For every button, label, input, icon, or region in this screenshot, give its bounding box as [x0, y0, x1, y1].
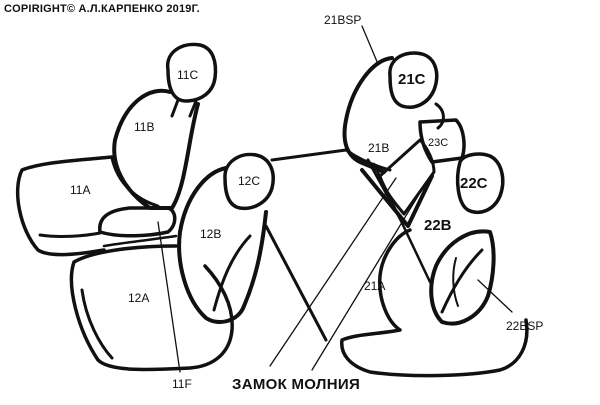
leader-22bsp: [477, 279, 513, 313]
headrest-22c: [455, 152, 505, 215]
label-21bsp: 21BSP: [324, 13, 361, 27]
label-22c: 22C: [460, 175, 488, 192]
backrest-12b: [177, 166, 268, 324]
left-seat-outline: [15, 42, 348, 373]
label-21a: 21A: [364, 279, 385, 293]
backrest-22b: [429, 229, 496, 326]
label-22bsp: 22BSP: [506, 319, 543, 333]
label-22b: 22B: [424, 217, 452, 234]
leader-21bsp: [361, 25, 379, 65]
cushion-21a: [340, 228, 529, 378]
label-12b: 12B: [200, 227, 221, 241]
backrest-21b: [342, 56, 394, 174]
label-11c: 11C: [177, 68, 198, 82]
label-zipper: ЗАМОК МОЛНИЯ: [232, 376, 360, 393]
label-12a: 12A: [128, 291, 149, 305]
headrest-12c: [223, 152, 275, 211]
leader-zipper-1: [269, 177, 397, 367]
cushion-11a: [15, 155, 114, 257]
right-seat-outline: [269, 25, 529, 378]
cushion-12a: [69, 244, 234, 372]
headrest-21c: [388, 51, 439, 109]
armrest-11f: [98, 206, 177, 238]
label-23c: 23C: [428, 137, 448, 149]
label-12c: 12C: [238, 174, 260, 188]
label-21c: 21C: [398, 71, 426, 88]
copyright-text: COPIRIGHT© А.Л.КАРПЕНКО 2019Г.: [4, 3, 200, 15]
label-11b: 11B: [134, 120, 154, 134]
label-11f: 11F: [172, 377, 192, 391]
label-11a: 11A: [70, 183, 90, 197]
label-21b: 21B: [368, 141, 389, 155]
leader-zipper-2: [311, 195, 419, 371]
backrest-11b: [112, 88, 200, 210]
